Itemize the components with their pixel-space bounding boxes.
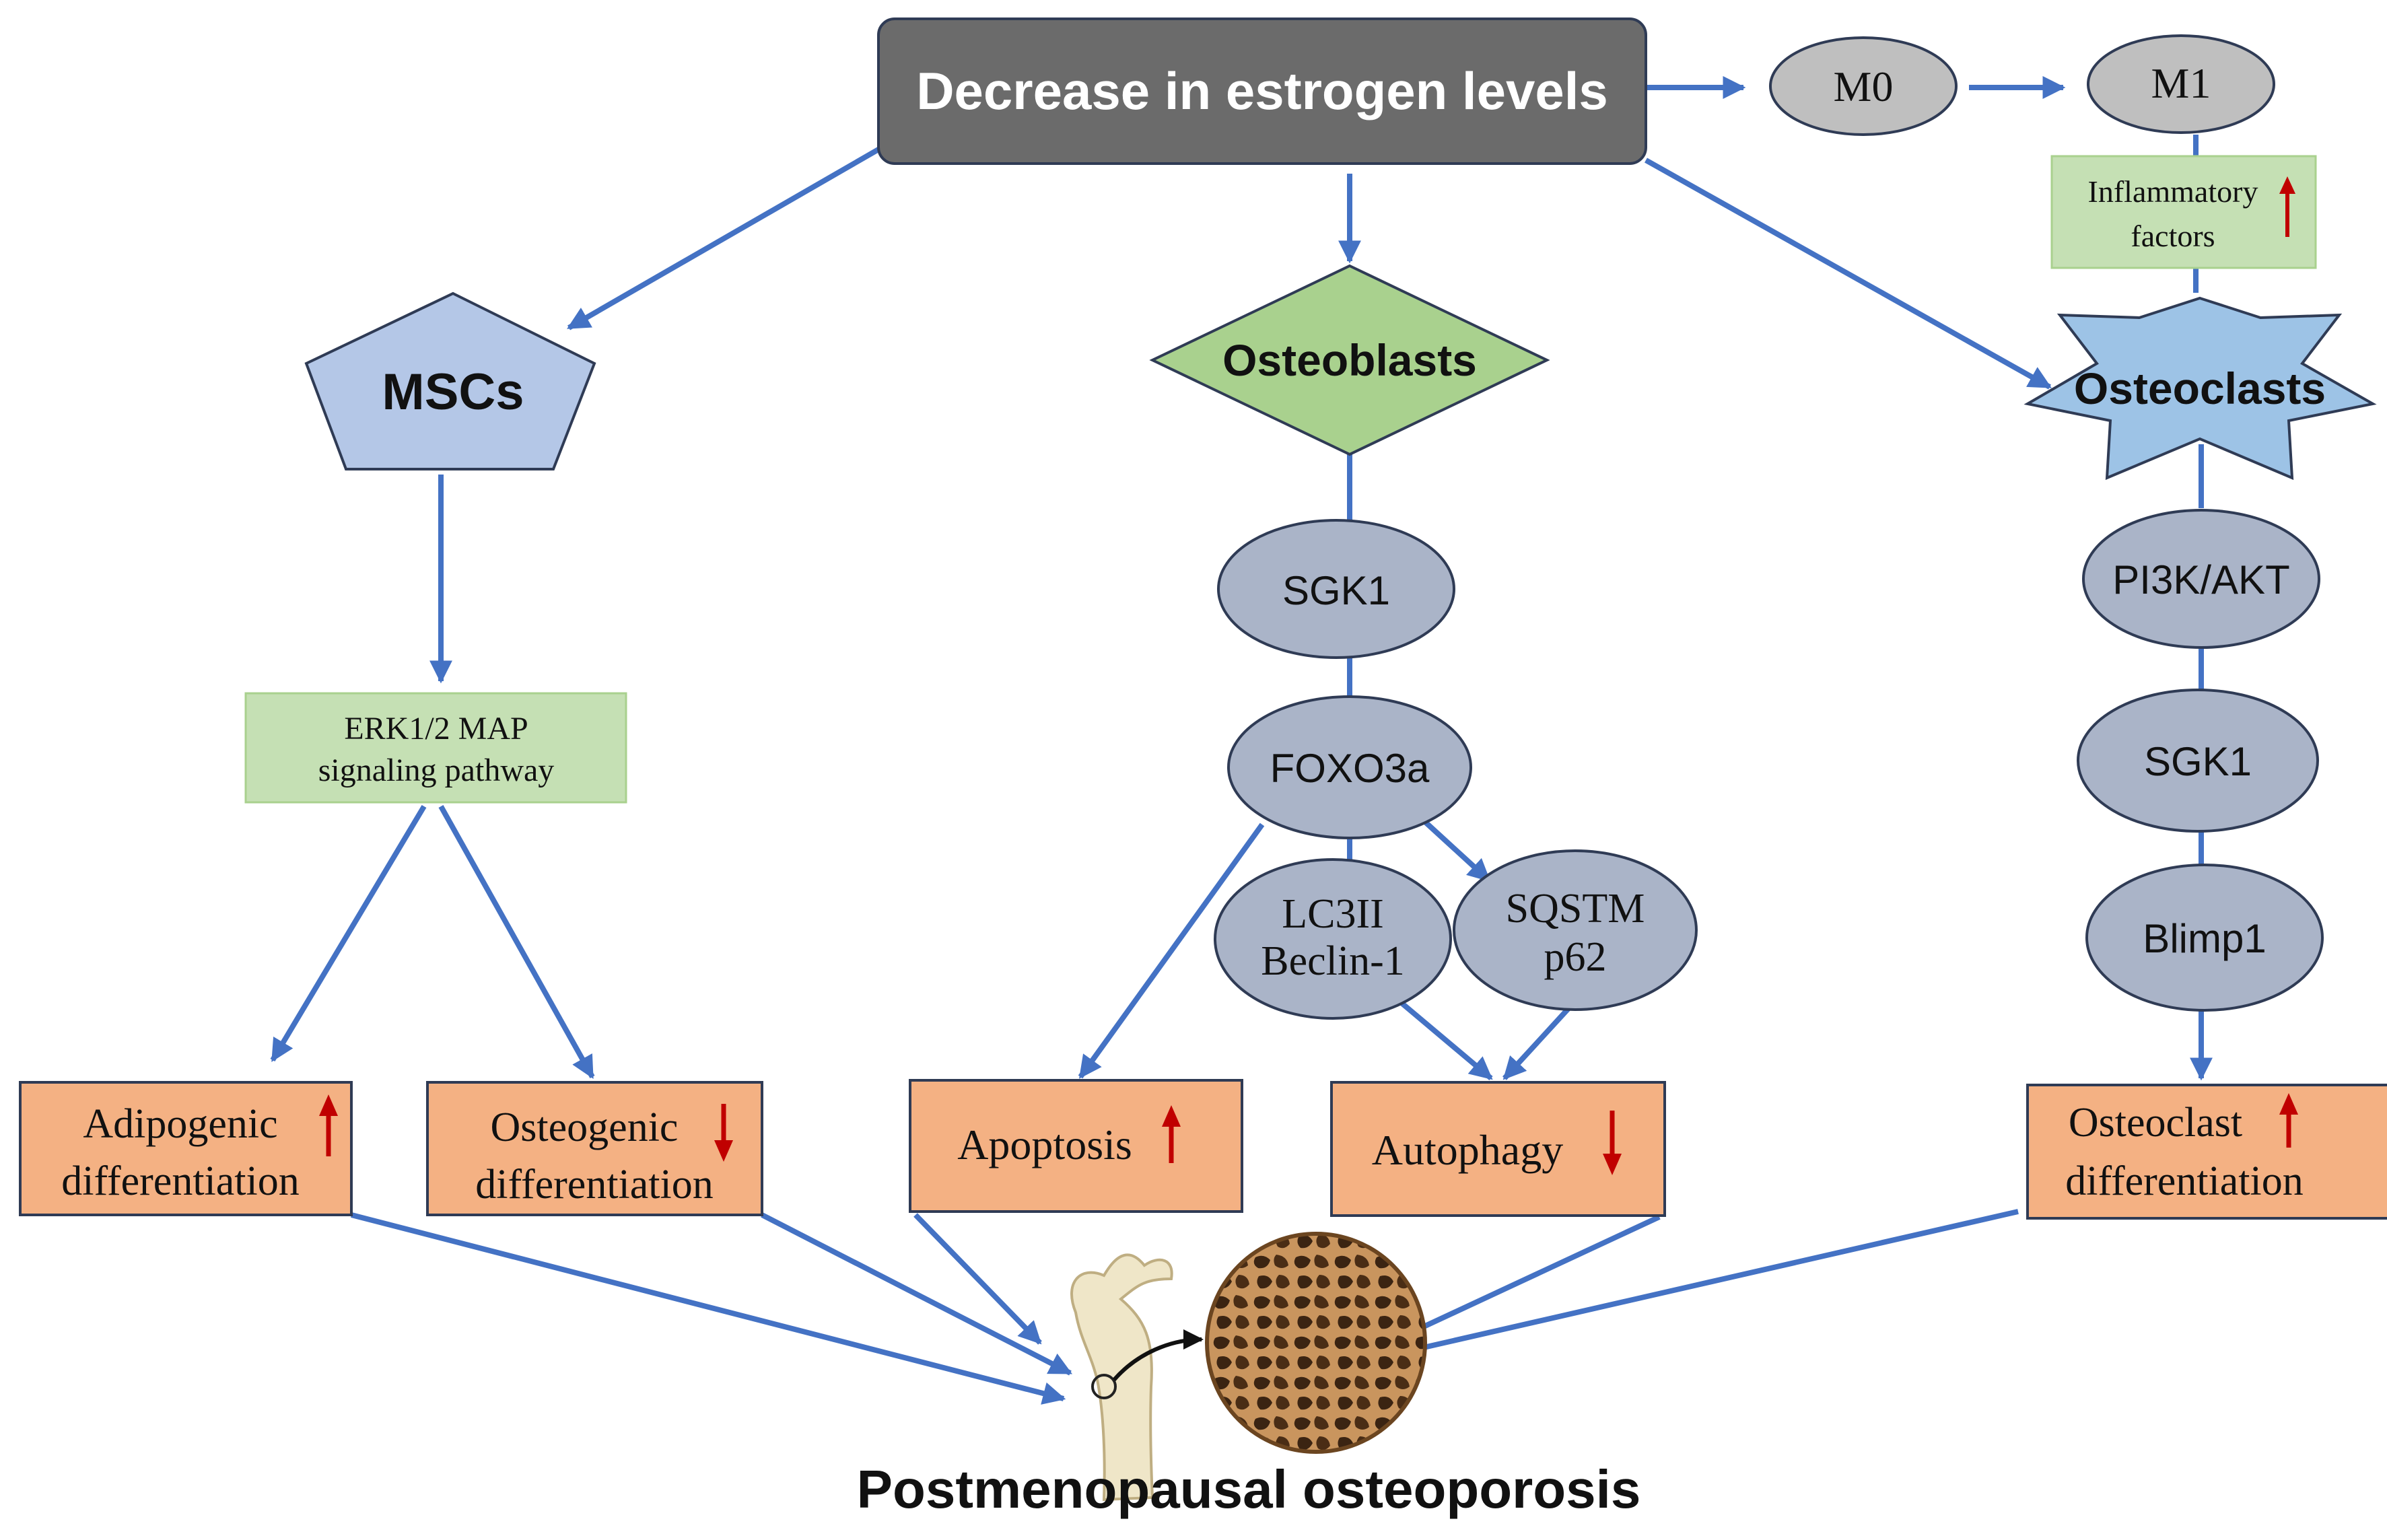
sgk1-oval-osteoclast: SGK1 (2077, 689, 2319, 833)
arrow-top-to-osteoclasts (1645, 158, 2052, 390)
osteogenic-label-line1: Osteogenic (491, 1105, 679, 1150)
lc3-label-line1: LC3II (1282, 891, 1384, 937)
adipogenic-box: Adipogenic differentiation (19, 1081, 353, 1216)
mscs-label: MSCs (382, 363, 524, 421)
apoptosis-box: Apoptosis (909, 1079, 1243, 1213)
osteoblasts-diamond: Osteoblasts (1149, 264, 1550, 456)
pi3k-akt-oval: PI3K/AKT (2082, 509, 2320, 649)
sqstm-label-line2: p62 (1544, 934, 1607, 980)
sqstm-label-line1: SQSTM (1506, 886, 1645, 932)
osteoblasts-label: Osteoblasts (1222, 335, 1477, 385)
arrow-erk-to-adipogenic (270, 804, 427, 1062)
arrow-osteogenic-to-bone (761, 1212, 1073, 1376)
arrow-top-to-mscs (567, 147, 880, 330)
erk-label-line2: signaling pathway (318, 753, 555, 788)
up-arrow-icon (2279, 1093, 2298, 1148)
osteoclasts-label: Osteoclasts (2074, 363, 2326, 413)
up-arrow-icon (319, 1094, 338, 1156)
sqstm-p62-oval: SQSTM p62 (1453, 849, 1698, 1011)
osteogenic-box: Osteogenic differentiation (426, 1081, 763, 1216)
adipogenic-label-line2: differentiation (61, 1158, 300, 1204)
arrow-lc3-to-autophagy (1391, 993, 1493, 1081)
down-arrow-icon (1603, 1111, 1622, 1175)
foxo3a-oval: FOXO3a (1227, 695, 1472, 839)
inflammatory-factors-box: Inflammatory factors (2050, 155, 2317, 269)
estrogen-decrease-label: Decrease in estrogen levels (916, 61, 1608, 120)
zoom-arrow (1112, 1329, 1204, 1381)
zoom-circle (1091, 1374, 1117, 1399)
lc3-label-line2: Beclin-1 (1261, 938, 1405, 984)
erk-pathway-box: ERK1/2 MAP signaling pathway (244, 692, 627, 804)
m1-oval: M1 (2087, 34, 2275, 134)
mscs-pentagon: MSCs (304, 291, 596, 470)
sgk1-label-osteoblast: SGK1 (1282, 568, 1390, 613)
trabecular-bone-illustration (1205, 1232, 1427, 1454)
osteoclast-diff-label-line1: Osteoclast (2069, 1100, 2242, 1146)
femur-illustration (1070, 1253, 1204, 1502)
autophagy-label: Autophagy (1372, 1126, 1563, 1174)
arrow-erk-to-osteogenic (438, 805, 595, 1079)
foxo3a-label: FOXO3a (1270, 746, 1430, 791)
pi3k-akt-label: PI3K/AKT (2112, 557, 2289, 602)
postmenopausal-osteoporosis-label: Postmenopausal osteoporosis (857, 1459, 1641, 1519)
lc3-beclin-oval: LC3II Beclin-1 (1214, 858, 1452, 1020)
arrow-foxo3a-to-apoptosis (1078, 823, 1265, 1079)
adipogenic-label-line1: Adipogenic (83, 1101, 277, 1147)
erk-label-line1: ERK1/2 MAP (344, 711, 528, 746)
osteoclast-diff-label-line2: differentiation (2065, 1158, 2304, 1204)
osteogenic-label-line2: differentiation (475, 1162, 714, 1208)
sgk1-label-osteoclast: SGK1 (2144, 739, 2252, 784)
arrow-foxo3a-to-sqstm (1424, 820, 1491, 882)
inflammatory-label-line1: Inflammatory (2088, 174, 2258, 209)
arrow-adipogenic-to-bone (351, 1212, 1066, 1405)
connectors (270, 76, 2213, 1405)
m1-label: M1 (2151, 59, 2211, 107)
up-arrow-icon (2279, 176, 2295, 237)
m0-label: M0 (1834, 63, 1894, 110)
arrow-osteoclast-diff-to-bone (1383, 1209, 2019, 1363)
arrow-autophagy-to-bone (1401, 1214, 1661, 1339)
up-arrow-icon (1162, 1105, 1181, 1163)
autophagy-box: Autophagy (1330, 1081, 1666, 1217)
estrogen-decrease-box: Decrease in estrogen levels (877, 18, 1647, 165)
down-arrow-icon (714, 1104, 733, 1162)
osteoclasts-star: Osteoclasts (2023, 296, 2377, 481)
apoptosis-label: Apoptosis (957, 1121, 1132, 1168)
sgk1-oval-osteoblast: SGK1 (1217, 519, 1455, 659)
blimp1-oval: Blimp1 (2085, 864, 2324, 1012)
arrow-sqstm-to-autophagy (1502, 995, 1581, 1080)
arrow-apoptosis-to-bone (913, 1213, 1042, 1345)
inflammatory-label-line2: factors (2131, 219, 2215, 253)
osteoclast-differentiation-box: Osteoclast differentiation (2026, 1084, 2387, 1220)
m0-oval: M0 (1769, 36, 1958, 136)
blimp1-label: Blimp1 (2143, 916, 2266, 961)
